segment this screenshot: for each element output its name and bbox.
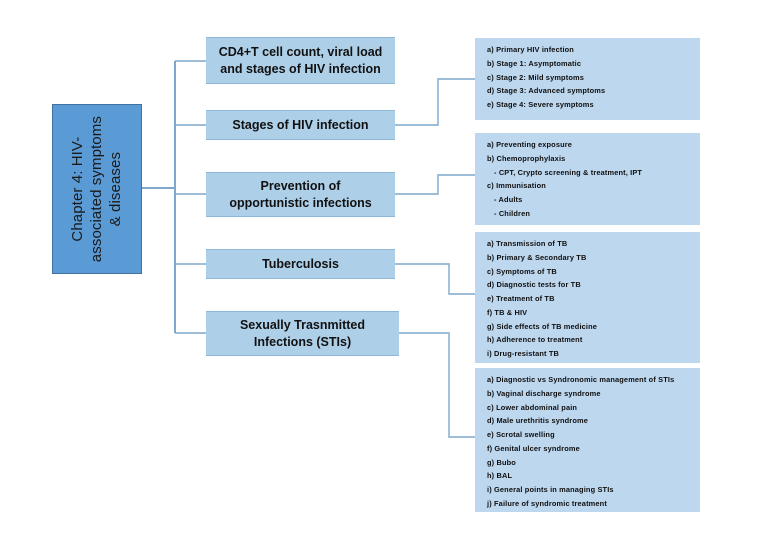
detail-item: g) Side effects of TB medicine xyxy=(487,321,598,331)
branch-box-prevention-label: Prevention of opportunistic infections xyxy=(229,178,371,212)
detail-item: c) Symptoms of TB xyxy=(487,266,557,276)
root-line-3: & diseases xyxy=(106,151,124,227)
detail-item: c) Immunisation xyxy=(487,181,546,191)
root-node[interactable]: Chapter 4: HIV- associated symptoms & di… xyxy=(52,104,142,274)
detail-item: d) Male urethritis syndrome xyxy=(487,416,588,426)
branch-box-stages-label: Stages of HIV infection xyxy=(232,117,368,134)
detail-item: b) Primary & Secondary TB xyxy=(487,252,587,262)
root-line-2: associated symptoms xyxy=(87,115,105,263)
detail-item: d) Diagnostic tests for TB xyxy=(487,280,581,290)
detail-item: - Adults xyxy=(494,195,523,205)
detail-item: b) Vaginal discharge syndrome xyxy=(487,388,601,398)
detail-item: g) Bubo xyxy=(487,457,516,467)
detail-item: b) Chemoprophylaxis xyxy=(487,153,566,163)
detail-item: a) Diagnostic vs Syndronomic management … xyxy=(487,375,675,384)
connector-prevention-to-panel xyxy=(395,174,475,195)
detail-item: h) BAL xyxy=(487,471,513,481)
detail-item: e) Scrotal swelling xyxy=(487,430,555,440)
detail-item: f) Genital ulcer syndrome xyxy=(487,443,580,453)
branch-box-prevention[interactable]: Prevention of opportunistic infections xyxy=(206,172,395,217)
root-line-1: Chapter 4: HIV- xyxy=(68,136,86,242)
detail-item: e) Treatment of TB xyxy=(487,294,555,304)
branch-cd4-line-1: CD4+T cell count, viral load xyxy=(218,44,383,59)
detail-item: i) Drug-resistant TB xyxy=(487,349,559,359)
branch-sti-line-2: Infections (STIs) xyxy=(253,334,352,349)
connector-sti-to-panel xyxy=(395,332,475,438)
detail-panel-sti: a) Diagnostic vs Syndronomic management … xyxy=(475,368,700,512)
detail-item: h) Adherence to treatment xyxy=(487,335,583,345)
branch-box-sti-label: Sexually Trasnmitted Infections (STIs) xyxy=(240,317,365,351)
branch-tb-line-1: Tuberculosis xyxy=(262,256,339,271)
root-node-label: Chapter 4: HIV- associated symptoms & di… xyxy=(69,116,125,262)
detail-item: j) Failure of syndromic treatment xyxy=(487,498,607,508)
detail-item: - CPT, Crypto screening & treatment, IPT xyxy=(494,167,643,177)
detail-item: - Children xyxy=(494,208,530,218)
branch-box-cd4[interactable]: CD4+T cell count, viral load and stages … xyxy=(206,37,395,84)
branch-prevention-line-2: opportunistic infections xyxy=(229,195,372,210)
branch-box-tb-label: Tuberculosis xyxy=(262,256,339,273)
connector-tb-to-panel xyxy=(395,263,475,295)
detail-item: f) TB & HIV xyxy=(487,307,528,317)
detail-item: b) Stage 1: Asymptomatic xyxy=(487,58,582,68)
detail-item: a) Primary HIV infection xyxy=(487,45,574,54)
branch-box-tb[interactable]: Tuberculosis xyxy=(206,249,395,279)
detail-item: i) General points in managing STIs xyxy=(487,485,614,495)
branch-box-stages[interactable]: Stages of HIV infection xyxy=(206,110,395,140)
branch-prevention-line-1: Prevention of xyxy=(260,178,341,193)
detail-item: a) Preventing exposure xyxy=(487,140,573,149)
detail-panel-tb: a) Transmission of TB b) Primary & Secon… xyxy=(475,232,700,363)
branch-cd4-line-2: and stages of HIV infection xyxy=(220,61,381,76)
detail-item: c) Stage 2: Mild symptoms xyxy=(487,72,584,82)
detail-panel-prevention: a) Preventing exposure b) Chemoprophylax… xyxy=(475,133,700,225)
detail-item: d) Stage 3: Advanced symptoms xyxy=(487,86,606,96)
detail-item: e) Stage 4: Severe symptoms xyxy=(487,100,594,110)
detail-item: c) Lower abdominal pain xyxy=(487,402,578,412)
branch-stages-line-1: Stages of HIV infection xyxy=(232,117,369,132)
branch-sti-line-1: Sexually Trasnmitted xyxy=(239,317,366,332)
connector-stages-to-panel xyxy=(395,78,475,126)
branch-box-cd4-label: CD4+T cell count, viral load and stages … xyxy=(219,44,383,78)
detail-item: a) Transmission of TB xyxy=(487,239,568,248)
branch-box-sti[interactable]: Sexually Trasnmitted Infections (STIs) xyxy=(206,311,399,356)
detail-panel-stages: a) Primary HIV infection b) Stage 1: Asy… xyxy=(475,38,700,120)
